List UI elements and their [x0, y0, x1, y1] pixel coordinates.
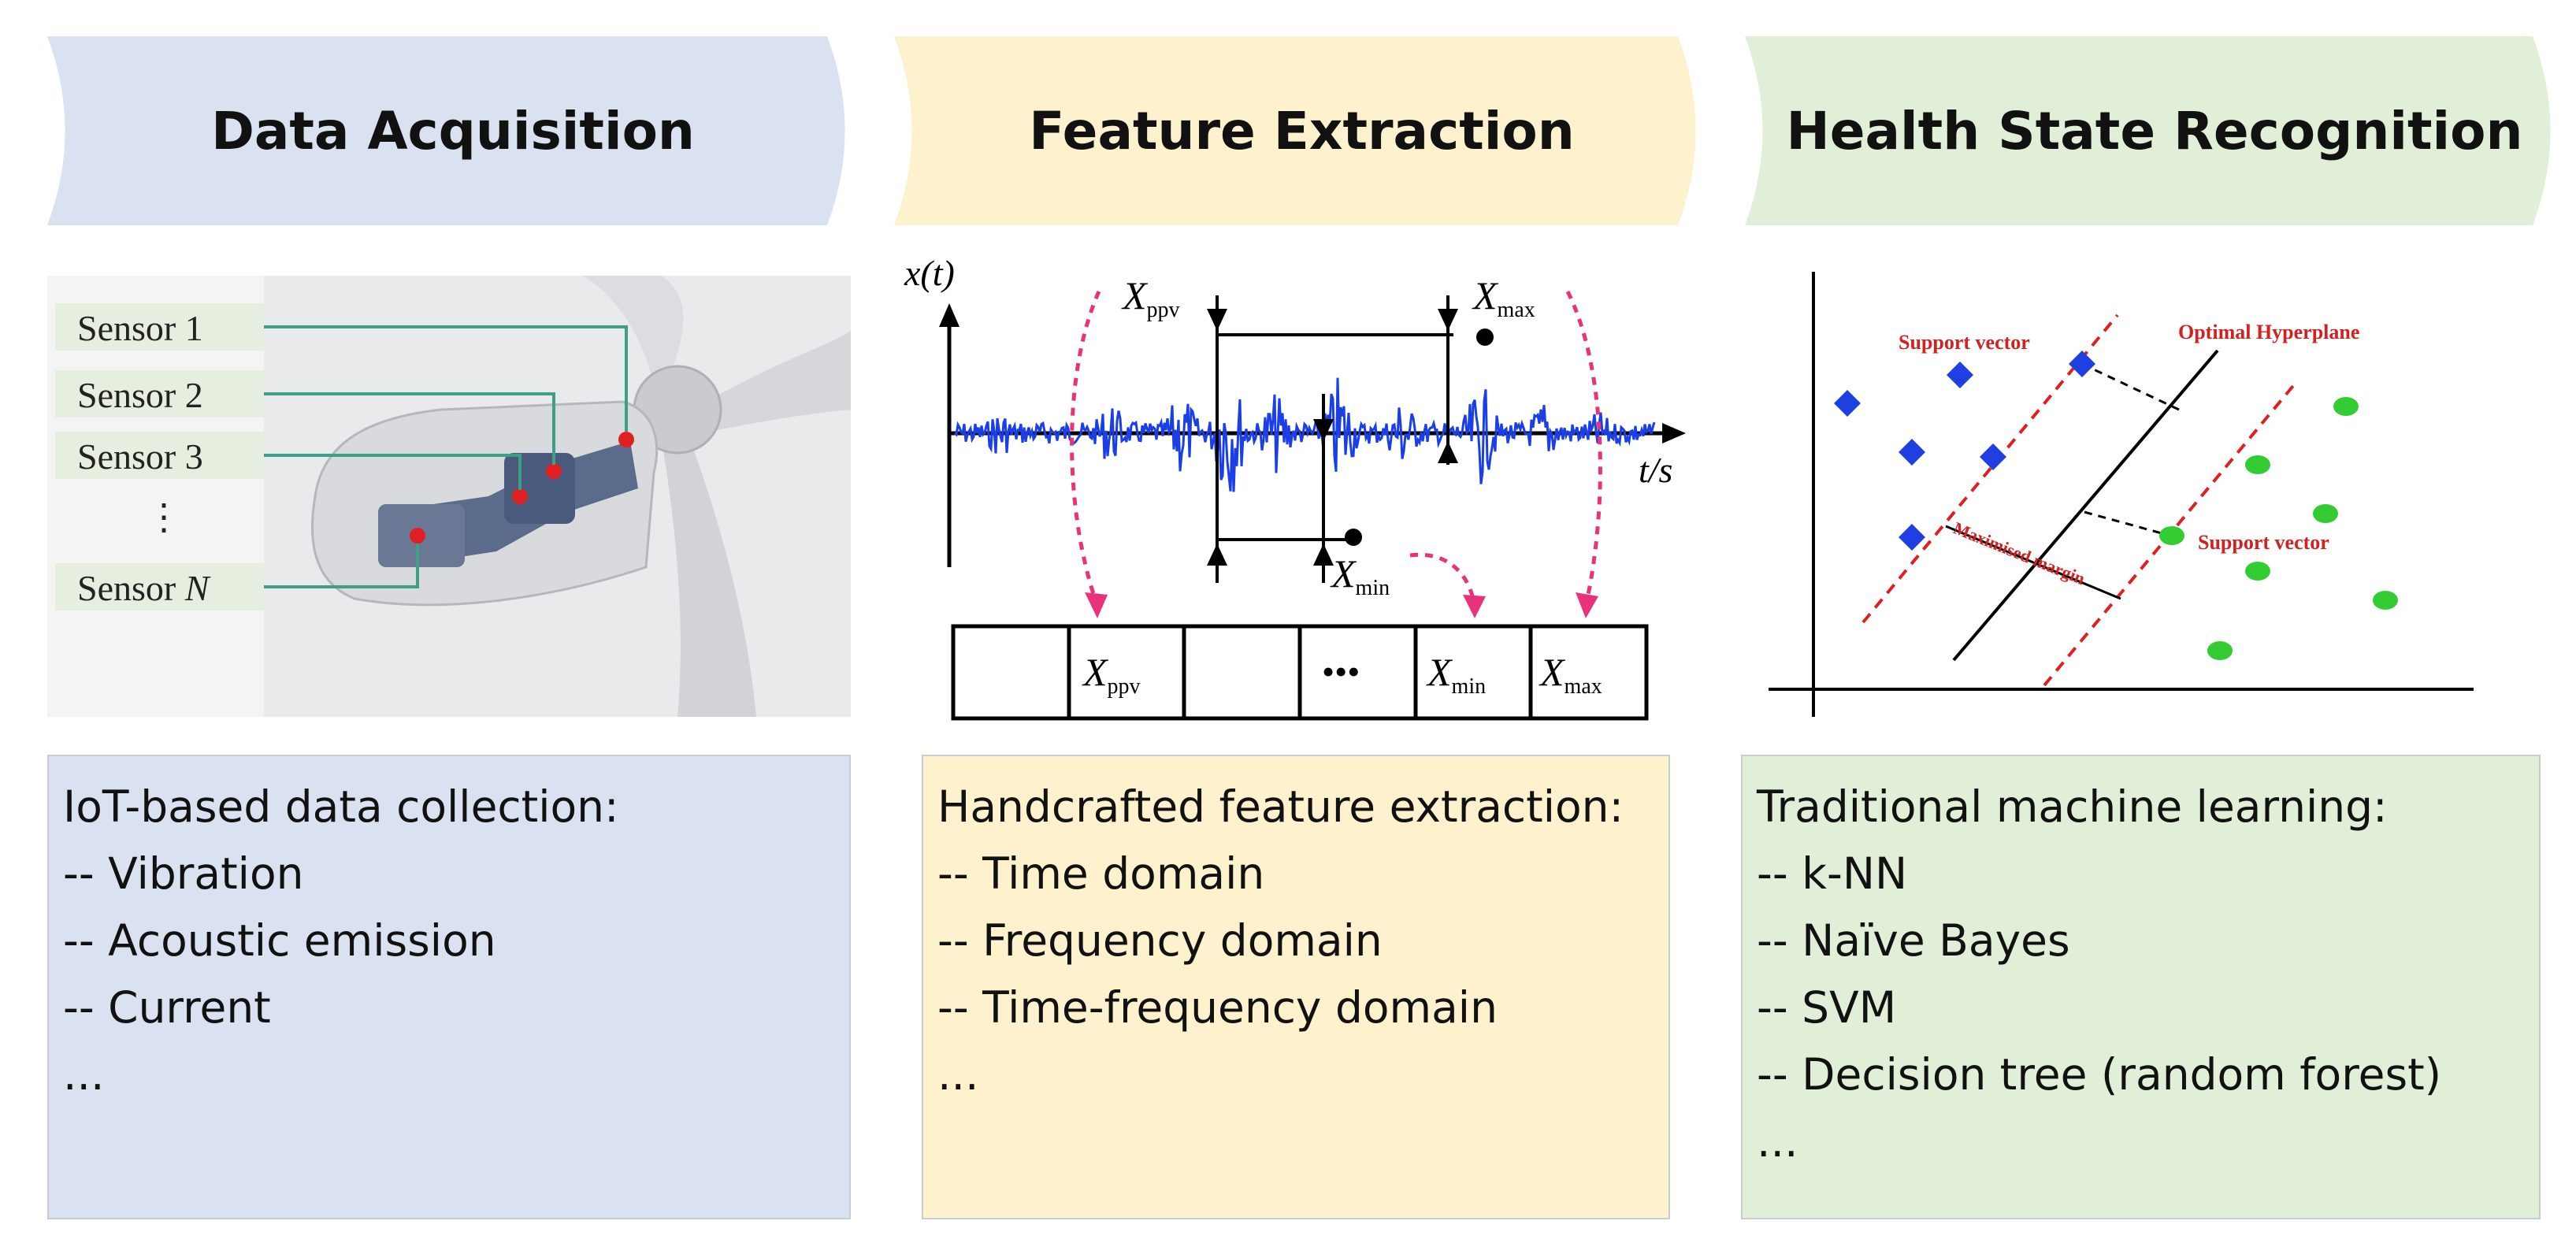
feature-vector-dividers [1067, 626, 1533, 718]
sensor-label-3: Sensor 3 [77, 436, 203, 477]
description-item: ... [63, 1049, 105, 1100]
chevron-feature-extraction [894, 36, 1696, 225]
feature-mapping-arrowheads [1085, 592, 1598, 618]
turbine-blade-up [583, 276, 684, 386]
signal-min-label: Xmin [1330, 551, 1390, 600]
sensor-label-n-index: N [184, 568, 211, 608]
svm-class-b-point [2207, 641, 2233, 660]
sensor-label-ellipsis: ⋮ [146, 497, 182, 537]
svm-margin-measure [1945, 525, 2121, 600]
svm-class-a-points [1834, 351, 2095, 551]
description-item: -- SVM [1757, 982, 1897, 1033]
description-item: -- k-NN [1757, 848, 1908, 899]
signal-max-label: Xmax [1472, 273, 1535, 322]
chevron-health-state-recognition [1745, 36, 2551, 225]
feature-cell-min-main: X [1426, 650, 1453, 694]
sensor-label-1: Sensor 1 [77, 308, 203, 348]
signal-max-sub: max [1498, 298, 1535, 322]
feature-cell-min: Xmin [1426, 650, 1486, 699]
sensor-dot [546, 463, 562, 479]
sensor-label-n-text: Sensor [77, 568, 176, 608]
feature-cell-ppv: Xppv [1082, 650, 1141, 699]
svm-class-a-point [1980, 443, 2006, 470]
svm-hyperplane-label: Optimal Hyperplane [2178, 321, 2359, 343]
sensor-label-box [55, 563, 264, 610]
feature-cell-ellipsis: ••• [1322, 651, 1360, 692]
signal-y-axis-arrow [939, 303, 960, 327]
stage-title-feature-extraction: Feature Extraction [1029, 100, 1575, 161]
feature-cell-min-sub: min [1452, 674, 1487, 699]
description-item: -- Frequency domain [937, 915, 1383, 966]
signal-min-sub: min [1356, 576, 1390, 600]
feature-cell-ppv-sub: ppv [1108, 674, 1141, 699]
signal-ppv-label: Xppv [1121, 273, 1180, 322]
description-item: -- Naïve Bayes [1757, 915, 2070, 966]
signal-max-main: X [1472, 273, 1499, 317]
sensor-label-box [55, 303, 264, 351]
svm-class-b-points [2159, 397, 2398, 660]
sensor-dot [618, 432, 634, 447]
svm-sv-link-right [2084, 510, 2171, 537]
feature-cell-max-main: X [1539, 650, 1566, 694]
svm-class-b-point [2373, 591, 2398, 610]
sensor-dot [410, 528, 425, 544]
description-data-acquisition: IoT-based data collection: -- Vibration … [47, 755, 851, 1219]
sensor-dot [512, 488, 528, 504]
signal-ppv-main: X [1121, 273, 1149, 317]
description-heading: IoT-based data collection: [63, 781, 619, 832]
svm-class-b-point [2245, 562, 2270, 581]
svm-class-b-point [2313, 504, 2338, 523]
signal-min-main: X [1330, 551, 1357, 596]
turbine-blade-right [693, 331, 851, 433]
sensor-label-box [55, 432, 264, 479]
signal-x-axis-arrow [1662, 423, 1686, 443]
svm-class-a-point [1834, 390, 1861, 417]
description-heading: Handcrafted feature extraction: [937, 781, 1624, 832]
sensor-label-2: Sensor 2 [77, 375, 203, 415]
description-item: -- Time domain [937, 848, 1265, 899]
svm-hyperplane [1952, 349, 2219, 662]
chevron-data-acquisition [47, 36, 845, 225]
description-item: -- Vibration [63, 848, 304, 899]
description-item: ... [1757, 1116, 1798, 1167]
signal-max-point [1476, 328, 1494, 346]
sensor-label-box [55, 370, 264, 417]
stage-title-health-state-recognition: Health State Recognition [1786, 100, 2523, 161]
sensor-leader-lines [264, 325, 628, 588]
svm-class-b-point [2245, 455, 2270, 474]
feature-mapping-arrows [1070, 290, 1602, 599]
svm-class-a-point [1899, 439, 1925, 466]
feature-cell-ppv-main: X [1082, 650, 1109, 694]
description-item: -- Acoustic emission [63, 915, 496, 966]
description-item: -- Time-frequency domain [937, 982, 1498, 1033]
svm-class-a-point [1899, 524, 1925, 551]
svm-support-vector-right-label: Support vector [2198, 531, 2329, 554]
description-item: -- Decision tree (random forest) [1757, 1049, 2442, 1100]
svm-support-vector-top-label: Support vector [1899, 331, 2030, 354]
signal-marker-arrows [1207, 309, 1458, 566]
signal-y-axis-label: x(t) [904, 253, 955, 293]
feature-cell-max: Xmax [1539, 650, 1602, 699]
turbine-blade-down [662, 441, 756, 717]
description-item: -- Current [63, 982, 271, 1033]
description-health-state-recognition: Traditional machine learning: -- k-NN --… [1741, 755, 2541, 1219]
description-heading: Traditional machine learning: [1757, 781, 2388, 832]
svm-class-a-point [1947, 362, 1973, 388]
signal-ppv-sub: ppv [1147, 298, 1180, 322]
description-feature-extraction: Handcrafted feature extraction: -- Time … [922, 755, 1670, 1219]
sensor-label-n: Sensor N [77, 568, 211, 608]
signal-x-axis-label: t/s [1639, 450, 1672, 490]
svm-sv-link-top [2081, 362, 2180, 411]
svm-class-b-point [2333, 397, 2359, 416]
svm-class-a-point [2069, 351, 2095, 377]
feature-cell-max-sub: max [1565, 674, 1602, 699]
stage-title-data-acquisition: Data Acquisition [211, 100, 695, 161]
stage-chevrons [47, 36, 2551, 225]
description-item: ... [937, 1049, 979, 1100]
svm-class-b-point [2159, 526, 2184, 545]
signal-min-point [1345, 529, 1362, 546]
